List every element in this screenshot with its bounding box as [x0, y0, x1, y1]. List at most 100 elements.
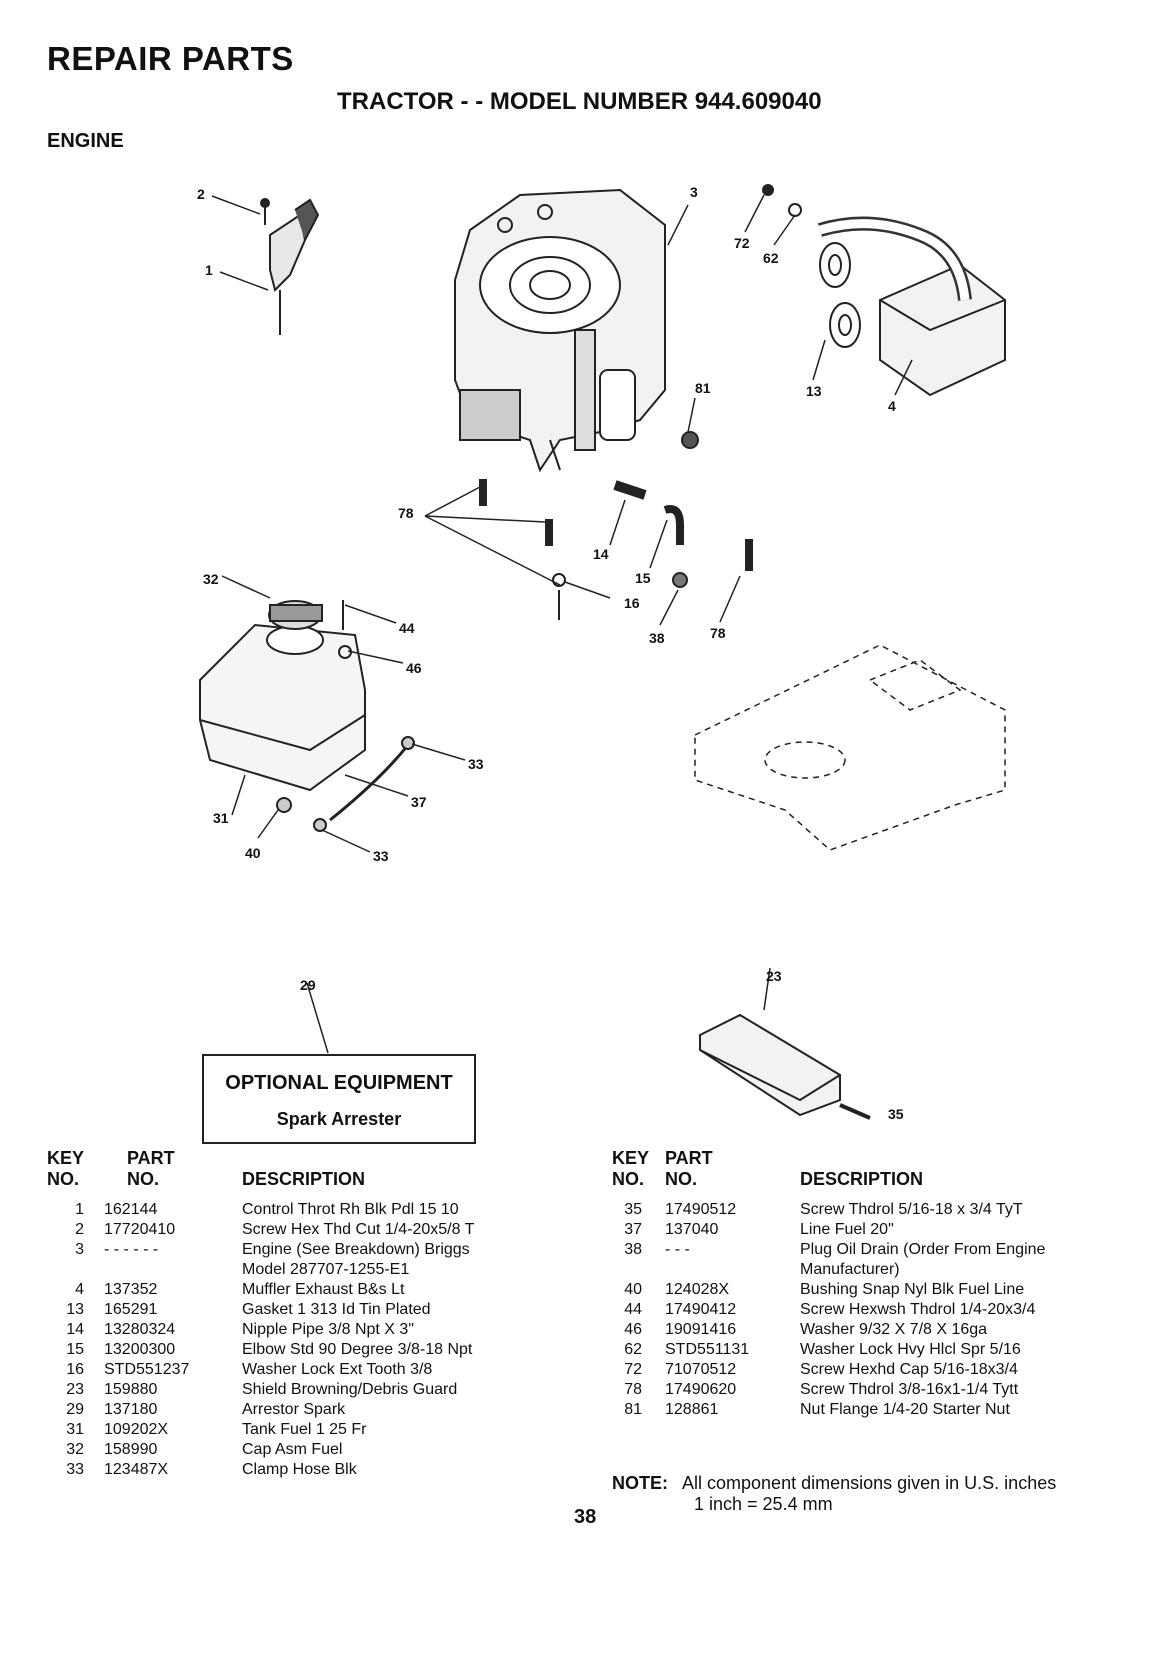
- part-number: 123487X: [104, 1461, 169, 1478]
- part-number: 165291: [104, 1301, 158, 1318]
- part-description: Arrestor Spark: [242, 1401, 346, 1418]
- part-key-no: 1: [75, 1201, 84, 1218]
- part-key-no: 40: [624, 1281, 642, 1298]
- part-description: Nipple Pipe 3/8 Npt X 3": [242, 1321, 414, 1338]
- part-number: STD551131: [665, 1341, 750, 1358]
- part-key-no: 72: [624, 1361, 642, 1378]
- part-key-no: 81: [624, 1401, 642, 1418]
- tractor-frame-plate: [694, 644, 1006, 851]
- part-number: STD551237: [104, 1361, 190, 1378]
- callout-81: 81: [695, 380, 711, 396]
- callout-2: 2: [197, 186, 205, 202]
- part-number: 159880: [104, 1381, 158, 1398]
- callout-29: 29: [300, 977, 316, 993]
- part-key-no: 2: [75, 1221, 84, 1238]
- part-key-no: 29: [66, 1401, 84, 1418]
- part-key-no: 32: [66, 1441, 84, 1458]
- part-description: Washer Lock Ext Tooth 3/8: [242, 1361, 433, 1378]
- callout-1: 1: [205, 262, 213, 278]
- callout-13: 13: [806, 383, 822, 399]
- part-key-no: 38: [624, 1241, 642, 1258]
- part-row: 44 17490412 Screw Hexwsh Thdrol 1/4-20x3/4: [0, 1300, 1175, 1320]
- callout-40: 40: [245, 845, 261, 861]
- part-key-no: 46: [624, 1321, 642, 1338]
- throttle-control-part: [260, 198, 320, 335]
- callout-23: 23: [766, 968, 782, 984]
- callout-62: 62: [763, 250, 779, 266]
- part-description: Manufacturer): [800, 1261, 900, 1278]
- part-description: Elbow Std 90 Degree 3/8-18 Npt: [242, 1341, 473, 1358]
- note-line-1: All component dimensions given in U.S. i…: [682, 1473, 1057, 1493]
- oil-drain-fittings: [479, 431, 753, 620]
- callout-78-engine: 78: [398, 505, 414, 521]
- callout-14: 14: [593, 546, 609, 562]
- optional-equipment-title: OPTIONAL EQUIPMENT: [225, 1072, 453, 1094]
- part-description: Line Fuel 20": [800, 1221, 894, 1238]
- description-header-right: DESCRIPTION: [800, 1169, 924, 1189]
- callout-46: 46: [406, 660, 422, 676]
- part-key-no: 37: [624, 1221, 642, 1238]
- part-number: 71070512: [665, 1361, 737, 1378]
- part-number: 128861: [665, 1401, 719, 1418]
- part-key-no: 44: [624, 1301, 642, 1318]
- optional-equipment-box: OPTIONAL EQUIPMENT Spark Arrester: [202, 1054, 476, 1144]
- part-description: Washer 9/32 X 7/8 X 16ga: [800, 1321, 988, 1338]
- part-description: Plug Oil Drain (Order From Engine: [800, 1241, 1046, 1258]
- page-title: REPAIR PARTS: [47, 40, 294, 77]
- part-description: Screw Thdrol 5/16-18 x 3/4 TyT: [800, 1201, 1023, 1218]
- part-number: 17720410: [104, 1221, 176, 1238]
- callout-44: 44: [399, 620, 415, 636]
- part-number: 17490412: [665, 1301, 737, 1318]
- part-description: Model 287707-1255-E1: [242, 1261, 410, 1278]
- page-number: 38: [574, 1506, 597, 1528]
- optional-equipment-item: Spark Arrester: [276, 1109, 402, 1129]
- callout-15: 15: [635, 570, 651, 586]
- part-row: 46 19091416 Washer 9/32 X 7/8 X 16ga: [0, 1320, 1175, 1340]
- part-description: Screw Hexhd Cap 5/16-18x3/4: [800, 1361, 1018, 1378]
- part-description: Screw Hexwsh Thdrol 1/4-20x3/4: [800, 1301, 1036, 1318]
- part-key-no: 31: [66, 1421, 84, 1438]
- part-description: Bushing Snap Nyl Blk Fuel Line: [800, 1281, 1025, 1298]
- part-key-no: 16: [66, 1361, 84, 1378]
- callout-38: 38: [649, 630, 665, 646]
- callout-31: 31: [213, 810, 229, 826]
- part-key-no: 14: [66, 1321, 84, 1338]
- note-line-2: 1 inch = 25.4 mm: [694, 1494, 833, 1514]
- part-row: Manufacturer): [0, 1260, 1175, 1280]
- part-key-no: 33: [66, 1461, 84, 1478]
- callout-37: 37: [411, 794, 427, 810]
- callout-3: 3: [690, 184, 698, 200]
- callout-33-lower: 33: [373, 848, 389, 864]
- part-number: 13200300: [104, 1341, 176, 1358]
- part-description: Clamp Hose Blk: [242, 1461, 357, 1478]
- part-description: Cap Asm Fuel: [242, 1441, 343, 1458]
- part-key-no: 13: [66, 1301, 84, 1318]
- part-number: - - - - - -: [104, 1241, 159, 1258]
- part-row: Model 287707-1255-E1: [0, 1260, 1175, 1280]
- callout-33-upper: 33: [468, 756, 484, 772]
- part-description: Gasket 1 313 Id Tin Plated: [242, 1301, 431, 1318]
- part-number: 137352: [104, 1281, 158, 1298]
- part-number: - - -: [665, 1241, 690, 1258]
- callout-78-side: 78: [710, 625, 726, 641]
- part-key-no: 4: [75, 1281, 84, 1298]
- part-description: Screw Hex Thd Cut 1/4-20x5/8 T: [242, 1221, 475, 1238]
- callout-leaders: [211, 194, 913, 1054]
- part-description: Control Throt Rh Blk Pdl 15 10: [242, 1201, 459, 1218]
- part-row: 72 71070512 Screw Hexhd Cap 5/16-18x3/4: [0, 1360, 1175, 1380]
- part-number: 19091416: [665, 1321, 737, 1338]
- callout-16: 16: [624, 595, 640, 611]
- description-header-left: DESCRIPTION: [242, 1169, 366, 1189]
- dimension-note: NOTE: All component dimensions given in …: [612, 1473, 1056, 1515]
- note-label: NOTE:: [612, 1473, 668, 1493]
- part-key-no: 3: [75, 1241, 84, 1258]
- callout-4: 4: [888, 398, 896, 414]
